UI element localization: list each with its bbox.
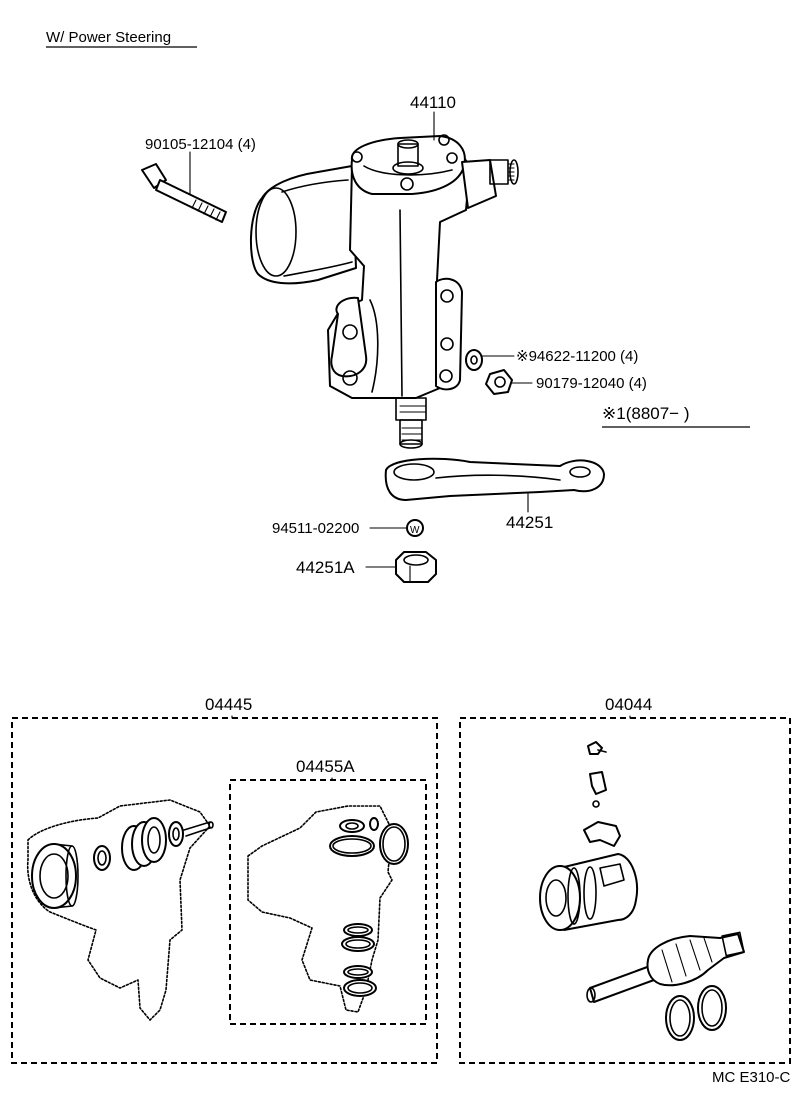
diagram-title: W/ Power Steering [46, 29, 171, 46]
part-label-washer: ※94622-11200 (4) [516, 348, 638, 365]
mounting-bolt [141, 163, 227, 223]
kit-box-04044 [459, 717, 791, 1064]
part-label-gear-box: 44110 [410, 93, 456, 112]
pitman-arm [384, 457, 605, 501]
o-ring-kit-parts [247, 805, 409, 1013]
steering-gear-box [250, 134, 519, 449]
boot-kit-parts [539, 741, 745, 1041]
diagram-code: MC E310-C [712, 1069, 791, 1086]
part-label-pitman-arm: 44251 [506, 513, 553, 532]
kit-box-04455a [229, 779, 427, 1025]
part-label-bolt: 90105-12104 (4) [145, 136, 256, 153]
production-note: ※1(8807− ) [602, 404, 690, 423]
gasket-kit-parts [26, 799, 214, 1021]
kit-box-04445 [11, 717, 438, 1064]
washer-hole [470, 355, 478, 365]
flange-nut-hole [494, 376, 506, 388]
plate-washer [465, 349, 483, 371]
lock-washer [406, 519, 424, 537]
pitman-arm-nut [395, 551, 437, 583]
part-label-pitman-nut: 44251A [296, 558, 355, 577]
kit-label-04044: 04044 [605, 695, 652, 714]
part-label-nut: 90179-12040 (4) [536, 375, 647, 392]
kit-label-04455a: 04455A [296, 757, 355, 776]
kit-label-04445: 04445 [205, 695, 252, 714]
lock-washer-mark: W [410, 525, 420, 536]
part-label-lock-washer: 94511-02200 [272, 520, 359, 537]
flange-nut [485, 369, 513, 395]
